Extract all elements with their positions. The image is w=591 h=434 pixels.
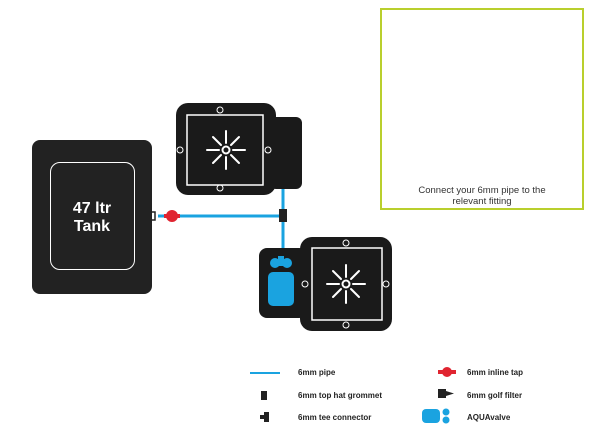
legend-filter-icon — [438, 389, 454, 398]
legend-tap-label: 6mm inline tap — [467, 368, 524, 377]
legend-aquavalve-label: AQUAvalve — [467, 413, 511, 422]
tank-outline — [50, 162, 135, 270]
pot-top — [176, 103, 302, 195]
drip-ring-icon-bottom — [326, 264, 366, 304]
legend-tee-label: 6mm tee connector — [298, 413, 372, 422]
tank: 47 ltr Tank — [32, 140, 152, 294]
legend-tap-icon — [438, 367, 456, 377]
drip-ring-icon-top — [206, 130, 246, 170]
legend-tee-icon — [260, 412, 269, 422]
tank-label-line2: Tank — [73, 218, 111, 235]
tee-connector — [279, 209, 287, 222]
pipe-network — [158, 188, 285, 258]
fittings-caption-line2: relevant fitting — [452, 196, 512, 207]
legend-symbols — [250, 367, 456, 424]
legend-filter-label: 6mm golf filter — [467, 391, 523, 400]
legend-grommet-icon — [261, 391, 267, 400]
fittings-caption-line1: Connect your 6mm pipe to the — [418, 185, 546, 196]
aquavalve-icon — [268, 256, 294, 306]
legend-aquavalve-icon — [422, 408, 450, 424]
legend-pipe-label: 6mm pipe — [298, 368, 336, 377]
fittings-info-box: Connect your 6mm pipe to the relevant fi… — [380, 8, 584, 210]
pot-bottom — [259, 237, 392, 331]
inline-tap — [164, 210, 180, 222]
legend-grommet-label: 6mm top hat grommet — [298, 391, 383, 400]
tank-label-line1: 47 ltr — [72, 200, 112, 217]
